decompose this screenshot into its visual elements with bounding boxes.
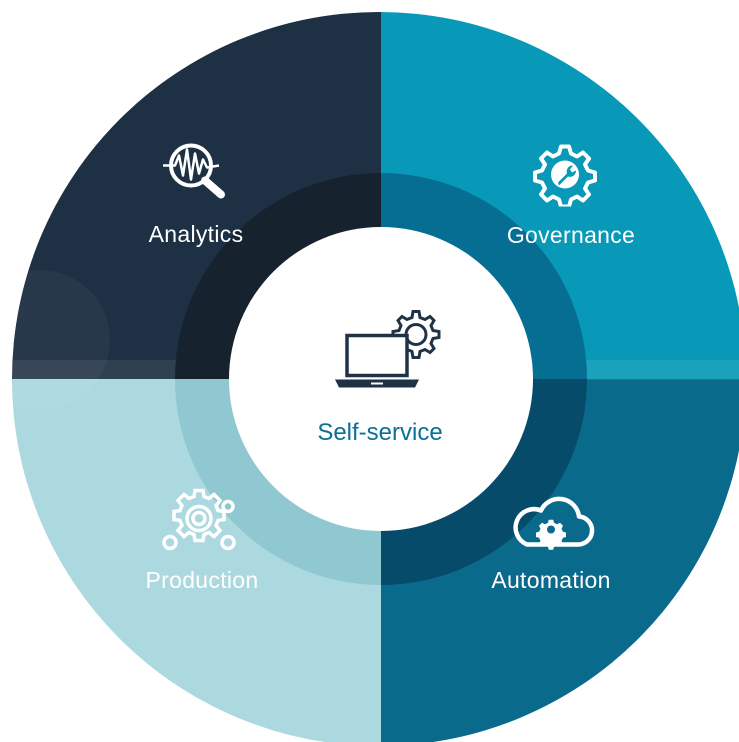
label-automation: Automation [491, 567, 611, 593]
center-label: Self-service [317, 419, 443, 446]
label-analytics: Analytics [148, 221, 244, 247]
gear-network-icon [160, 485, 238, 560]
cloud-gear-icon [507, 496, 595, 558]
gear-wrench-icon [533, 143, 597, 212]
label-production: Production [145, 567, 259, 593]
center-disk [229, 227, 533, 531]
label-governance: Governance [506, 222, 636, 248]
laptop-gear-icon [331, 304, 441, 401]
waveform-magnifier-icon [153, 140, 239, 205]
